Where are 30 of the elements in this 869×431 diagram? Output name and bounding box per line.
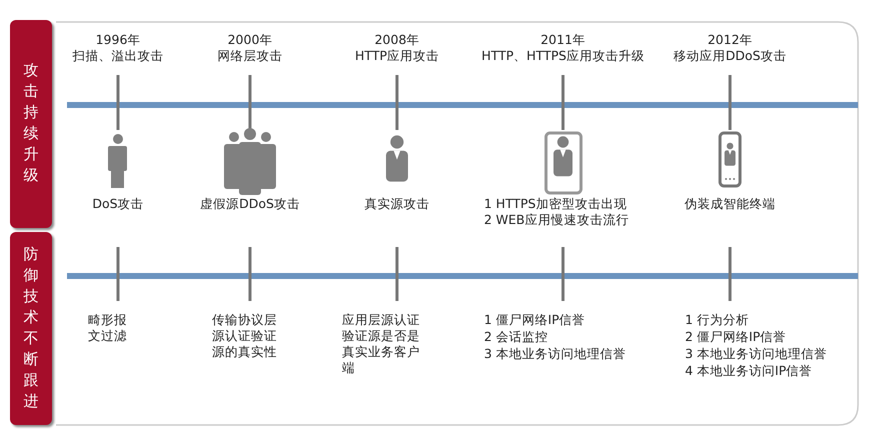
event-caption: 1 HTTPS加密型攻击出现 — [484, 196, 627, 212]
defense-text: 畸形报文过滤 — [88, 312, 128, 344]
year-label: 2000年 — [228, 32, 272, 48]
event-title: HTTP、HTTPS应用攻击升级 — [482, 48, 644, 64]
side-band — [10, 20, 52, 228]
event-caption: 虚假源DDoS攻击 — [200, 196, 300, 212]
defense-item: 2 僵尸网络IP信誉 — [685, 329, 786, 345]
band-title: 攻击持续升级 — [22, 60, 40, 186]
defense-text: 传输协议层源认证验证源的真实性 — [212, 312, 278, 360]
event-caption: 伪装成智能终端 — [684, 196, 776, 212]
defense-text: 应用层源认证验证源是否是真实业务客户端 — [342, 312, 421, 376]
event-caption: DoS攻击 — [92, 196, 144, 212]
defense-item: 3 本地业务访问地理信誉 — [484, 346, 626, 362]
defense-item: 3 本地业务访问地理信誉 — [685, 346, 827, 362]
event-title: 网络层攻击 — [218, 48, 282, 64]
defense-item: 1 僵尸网络IP信誉 — [484, 312, 586, 328]
year-label: 2011年 — [540, 32, 586, 48]
year-label: 1996年 — [96, 32, 140, 48]
year-label: 2008年 — [374, 32, 420, 48]
defense-item: 4 本地业务访问IP信誉 — [685, 363, 812, 379]
event-title: 扫描、溢出攻击 — [72, 48, 164, 64]
event-title: 移动应用DDoS攻击 — [674, 48, 786, 64]
band-title: 防御技术不断跟进 — [22, 244, 40, 412]
year-label: 2012年 — [708, 32, 752, 48]
side-band — [10, 232, 52, 425]
event-title: HTTP应用攻击 — [355, 48, 439, 64]
defense-item: 2 会话监控 — [484, 329, 548, 345]
defense-item: 1 行为分析 — [685, 312, 749, 328]
event-caption: 2 WEB应用慢速攻击流行 — [484, 212, 629, 228]
event-caption: 真实源攻击 — [364, 196, 430, 212]
